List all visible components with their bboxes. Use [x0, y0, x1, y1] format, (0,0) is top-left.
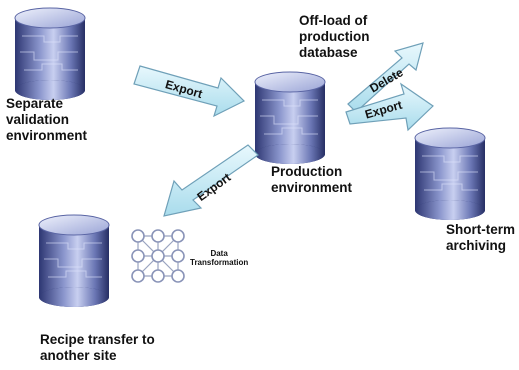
delete-arrow-label: Delete — [367, 65, 405, 95]
data-transformation-label: Data Transformation — [190, 249, 249, 267]
recipe-database-icon — [38, 214, 110, 308]
export-arrow-validation-to-production: Export — [133, 65, 246, 118]
short-term-archiving-label: Short-term archiving — [446, 222, 516, 253]
export-arrow-to-archive: Export — [345, 82, 434, 132]
production-environment-label: Production environment — [271, 164, 353, 195]
production-database-icon — [254, 71, 326, 165]
export-arrow-to-recipe: Export — [163, 144, 259, 217]
archive-database-icon — [414, 127, 486, 221]
validation-environment-label: Separate validation environment — [6, 96, 88, 143]
recipe-transfer-label: Recipe transfer to another site — [40, 332, 155, 363]
offload-database-label: Off-load of production database — [299, 13, 370, 60]
validation-database-icon — [14, 7, 86, 101]
data-transformation-network-icon — [131, 229, 185, 283]
